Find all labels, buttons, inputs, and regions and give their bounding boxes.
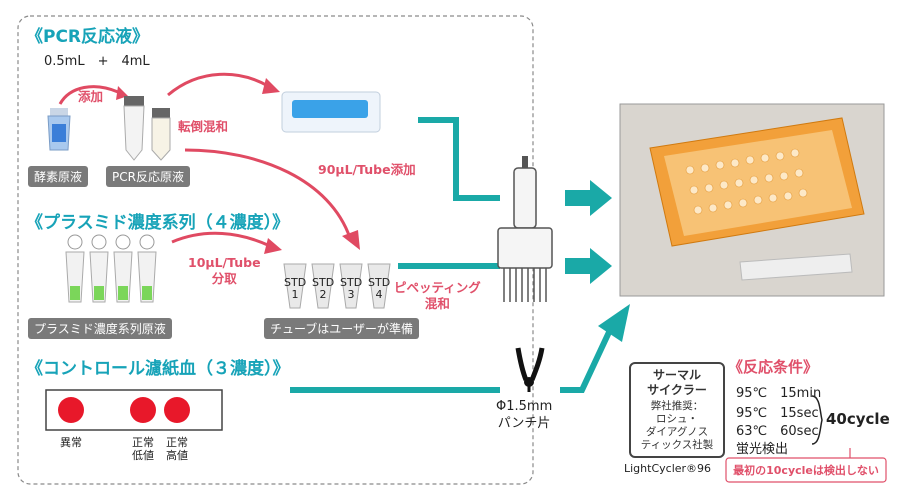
std-num-2: 2 <box>319 288 327 301</box>
thermocycler-box: サーマル サイクラー 弊社推奨： ロシュ・ ダイアグノス ティックス社製 <box>629 362 725 458</box>
aliquot-arrow <box>171 231 271 248</box>
teal-line-top <box>418 117 500 201</box>
teal-arrow-2 <box>565 248 612 284</box>
dispense-arrow <box>184 148 352 239</box>
std-num-1: 1 <box>291 288 299 301</box>
spot-label-1: 異常 <box>60 436 82 449</box>
red-spot-2 <box>130 397 156 423</box>
add-arrow <box>58 85 119 105</box>
std-label-2: STD <box>312 276 335 289</box>
pcr-tag: PCR反応原液 <box>106 166 190 187</box>
enzyme-tube <box>47 108 71 151</box>
condition-line-1: 95℃ 15min <box>736 386 822 401</box>
teal-arrow-1 <box>565 180 612 216</box>
teal-line-to-plate <box>560 328 613 393</box>
aliquot-label: 10μL/Tube 分取 <box>188 255 261 286</box>
condition-line-4: 蛍光検出 <box>736 442 789 457</box>
cycle-brace <box>811 395 823 445</box>
thermocycler-recommend: 弊社推奨： ロシュ・ ダイアグノス ティックス社製 <box>640 400 714 451</box>
thermocycler-name: サーマル サイクラー <box>647 368 707 397</box>
dispense-arrow-head <box>342 230 360 250</box>
control-title: 《コントロール濾紙血（３濃度）》 <box>26 359 290 379</box>
enzyme-tag: 酵素原液 <box>28 166 89 187</box>
source-tag: プラスミド濃度系列原液 <box>28 318 172 339</box>
std-label-3: STD <box>340 276 363 289</box>
std-label-1: STD <box>284 276 307 289</box>
pcr-title: 《PCR反応液》 <box>26 27 150 47</box>
condition-line-3: 63℃ 60sec <box>736 424 819 439</box>
spot-label-3: 正常 高値 <box>166 436 188 462</box>
reagent-reservoir <box>281 91 381 133</box>
plasmid-source-tubes <box>65 234 157 303</box>
red-spot-1 <box>58 397 84 423</box>
condition-line-2: 95℃ 15sec <box>736 406 819 421</box>
note-text: 最初の10cycleは検出しない <box>733 464 879 477</box>
tubes-tag: チューブはユーザーが準備 <box>264 318 420 339</box>
std-tubes <box>283 263 391 309</box>
punch-tool <box>515 347 545 392</box>
plasmid-title: 《プラスミド濃度系列（４濃度）》 <box>26 213 290 233</box>
red-spot-3 <box>164 397 190 423</box>
std-num-4: 4 <box>375 288 383 301</box>
mix-label: 転倒混和 <box>178 119 229 134</box>
pcr-tube <box>123 96 171 161</box>
punch-label: Φ1.5mm パンチ片 <box>496 399 553 431</box>
add-label: 添加 <box>78 89 104 104</box>
volumes-label: 0.5mL + 4mL <box>44 54 150 69</box>
pipette-label: ピペッティング 混和 <box>394 280 481 311</box>
pcr-plate-photo <box>619 103 885 297</box>
conditions-title: 《反応条件》 <box>728 358 819 376</box>
spot-label-2: 正常 低値 <box>132 436 154 462</box>
note-box <box>725 457 887 483</box>
aliquot-arrow-head <box>264 238 282 254</box>
cycle-count: 40cycle <box>826 410 890 428</box>
teal-arrow-up <box>598 304 630 342</box>
dispense-label: 90μL/Tube添加 <box>318 162 416 177</box>
to-reservoir-arrow <box>167 72 269 97</box>
multichannel-pipette <box>497 156 553 302</box>
thermocycler-model: LightCycler®96 <box>624 462 712 475</box>
std-num-3: 3 <box>347 288 355 301</box>
to-reservoir-arrow-head <box>262 78 280 94</box>
std-label-4: STD <box>368 276 391 289</box>
